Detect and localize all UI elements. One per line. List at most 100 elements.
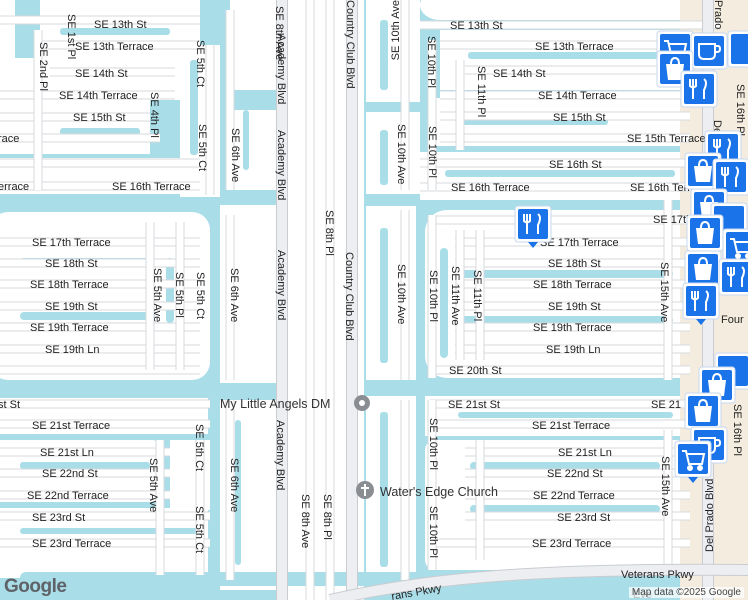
label-se-18th-st-left: SE 18th St [45,258,98,270]
label-se-21st-ln-right: SE 21st Ln [558,447,612,459]
label-se-8th-pl-bottom: SE 8th Pl [321,494,333,540]
label-se-8th-ave-top: SE 8th Ave [273,6,285,60]
restaurant-marker[interactable] [514,205,552,249]
restaurant-icon [523,213,541,234]
label-se-18th-terrace-left: SE 18th Terrace [30,279,109,291]
label-st-st-fragment: st St [0,399,20,411]
restaurant-icon [721,166,739,187]
label-veterans-pkwy: Veterans Pkwy [621,569,694,581]
label-se-19th-st-right: SE 19th St [548,301,601,313]
label-se-20th-st: SE 20th St [449,365,502,377]
label-se-11th-ave: SE 11th Ave [449,266,461,326]
restaurant-marker-6[interactable] [682,282,720,326]
school-marker[interactable] [727,30,748,68]
poi-pin-waters-edge-church[interactable] [356,481,374,499]
label-se-21: SE 21 [651,399,681,411]
label-se-8th-ave-bottom: SE 8th Ave [299,494,311,548]
label-se-5th-ave-bottom: SE 5th Ave [147,458,159,512]
label-se-16th-pl-bottom: SE 16th Pl [731,404,743,456]
label-se-5th-ct-bottom: SE 5th Ct [193,424,205,471]
label-se-14th-st-right: SE 14th St [493,68,546,80]
label-se-17th-terrace-right: SE 17th Terrace [540,237,619,249]
label-del-prado-blvd: Del Prado Blvd [704,479,716,552]
label-se-19th-st-left: SE 19th St [45,301,98,313]
shopping-marker-4[interactable] [686,214,724,258]
label-se-23rd-st-left: SE 23rd St [32,512,85,524]
poi-pin-my-little-angels[interactable] [354,395,370,411]
label-se-10th-pl-bottom: SE 10th Pl [427,418,439,470]
label-prado-fragment: Prado [712,0,724,29]
label-se-10th-ave-top: SE 10th Ave [390,0,402,60]
label-se-21st-terrace-left: SE 21st Terrace [32,420,110,432]
cafe-marker[interactable] [690,32,728,70]
label-se-22nd-terrace-right: SE 22nd Terrace [533,490,615,502]
label-se-5th-ct-lower: SE 5th Ct [194,272,206,319]
label-academy-blvd-1: Academy Blvd [275,34,287,104]
restaurant-icon [691,290,709,311]
shopping-bag-icon [694,256,712,280]
label-se-11th-pl-top: SE 11th Pl [475,66,487,117]
label-se-21st-terrace-right: SE 21st Terrace [532,420,610,432]
label-se-22nd-st-right: SE 22nd St [547,468,603,480]
label-se-23rd-terrace-right: SE 23rd Terrace [532,538,611,550]
label-se-18th-terrace-right: SE 18th Terrace [533,279,612,291]
restaurant-marker-2[interactable] [680,70,718,108]
label-se-10th-pl-top: SE 10th Pl [425,36,437,88]
shopping-bag-icon [708,372,726,396]
label-se-13th-terrace: SE 13th Terrace [75,41,154,53]
label-se-22nd-st-left: SE 22nd St [42,468,98,480]
label-se-5th-ave-mid: SE 5th Ave [151,268,163,322]
label-se-19th-terrace-left: SE 19th Terrace [30,322,109,334]
label-se-5th-pl-mid: SE 5th Pl [173,272,185,318]
label-se-5th-ct-top: SE 5th Ct [194,40,206,87]
shopping-marker-5[interactable] [684,250,722,294]
label-se-23rd-terrace-left: SE 23rd Terrace [32,538,111,550]
label-errace-fragment: errace [0,181,29,193]
local-roads [0,0,720,600]
restaurant-marker-4[interactable] [712,158,748,196]
label-se-16th-terrace-left: SE 16th Terrace [112,181,191,193]
label-se-17th: SE 17th [653,214,692,226]
label-se-18th-st-right: SE 18th St [548,258,601,270]
label-se-10th-pl-last: SE 10th Pl [427,506,439,558]
label-academy-blvd-2: Academy Blvd [275,130,287,200]
label-se-2nd-pl: SE 2nd Pl [37,42,49,91]
label-se-16th-terrace-right: SE 16th Terrace [451,182,530,194]
label-se-15th-ave-bottom: SE 15th Ave [659,456,671,516]
label-se-10th-pl-mid: SE 10th Pl [426,126,438,178]
label-se-13th-st-right: SE 13th St [450,20,503,32]
shopping-cart-icon [682,450,706,471]
label-se-1st-pl: SE 1st Pl [65,14,77,59]
label-se-21st-ln-left: SE 21st Ln [40,447,94,459]
shopping-bag-icon [694,398,712,422]
map-attribution[interactable]: Map data ©2025 Google [628,587,744,598]
label-se-6th-ave-bottom: SE 6th Ave [228,458,240,512]
label-academy-blvd-4: Academy Blvd [274,420,286,490]
label-se-14th-terrace-right: SE 14th Terrace [538,90,617,102]
label-se-17th-terrace-left: SE 17th Terrace [32,237,111,249]
label-se-23rd-st-right: SE 23rd St [557,512,610,524]
label-se-21st-st: SE 21st St [448,399,500,411]
poi-label-waters-edge-church: Water's Edge Church [380,485,498,499]
label-se-13th-terrace-right: SE 13th Terrace [535,41,614,53]
shopping-cart-icon [730,238,748,259]
label-country-club-blvd-2: Country Club Blvd [343,252,355,341]
label-se-4th-pl: SE 4th Pl [148,92,160,138]
label-se-6th-ave-mid: SE 6th Ave [228,268,240,322]
label-se-19th-ln-left: SE 19th Ln [45,344,99,356]
label-se-19th-terrace-right: SE 19th Terrace [533,322,612,334]
shopping-marker-8[interactable] [684,392,722,430]
label-se-14th-st: SE 14th St [75,68,128,80]
label-se-15th-ave-mid: SE 15th Ave [658,262,670,322]
label-se-10th-pl-lower: SE 10th Pl [427,270,439,322]
restaurant-icon [689,78,707,99]
label-se-15th-st: SE 15th St [73,112,126,124]
shopping-cart-marker-3[interactable] [674,440,712,484]
label-se-11th-pl-lower: SE 11th Pl [471,270,483,321]
restaurant-marker-5[interactable] [718,258,748,302]
label-se-13th-st: SE 13th St [94,19,147,31]
label-se-16th-st: SE 16th St [549,159,602,171]
label-se-15th-st-right: SE 15th St [553,112,606,124]
